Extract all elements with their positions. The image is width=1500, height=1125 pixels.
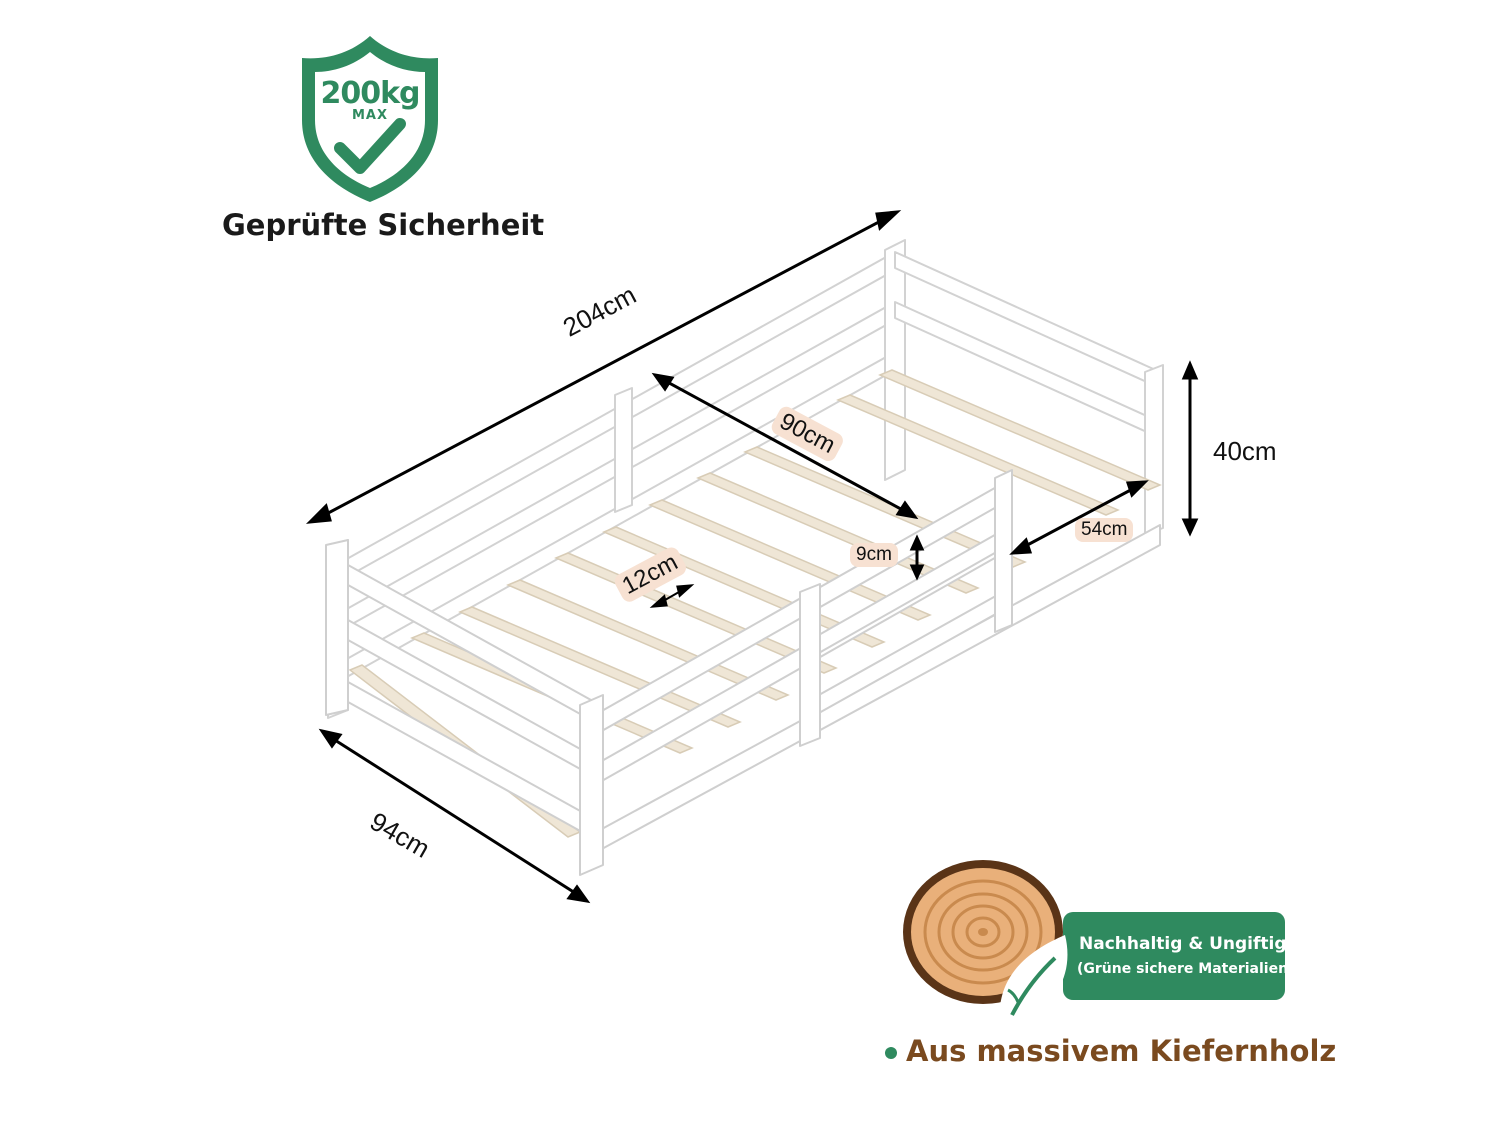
eco-subtitle: (Grüne sichere Materialien): [1077, 961, 1295, 977]
shield-icon: [302, 36, 438, 202]
max-label: MAX: [351, 108, 389, 123]
height-dimension: 40cm: [1213, 436, 1277, 466]
eco-banner: [1063, 912, 1285, 1000]
safety-shield: 200kg MAX: [295, 32, 445, 204]
eco-title: Nachhaltig & Ungiftig: [1079, 934, 1287, 954]
safety-label: Geprüfte Sicherheit: [222, 208, 545, 242]
leaf-icon: [999, 935, 1068, 1025]
material-badge-graphic: [903, 860, 1285, 1025]
weight-capacity: 200kg: [320, 76, 420, 111]
rail-gap-dimension: 9cm: [850, 543, 898, 567]
opening-dimension: 54cm: [1075, 518, 1134, 542]
material-label: Aus massivem Kiefernholz: [906, 1034, 1337, 1068]
bullet-dot: [885, 1047, 897, 1059]
check-icon: [334, 118, 406, 174]
